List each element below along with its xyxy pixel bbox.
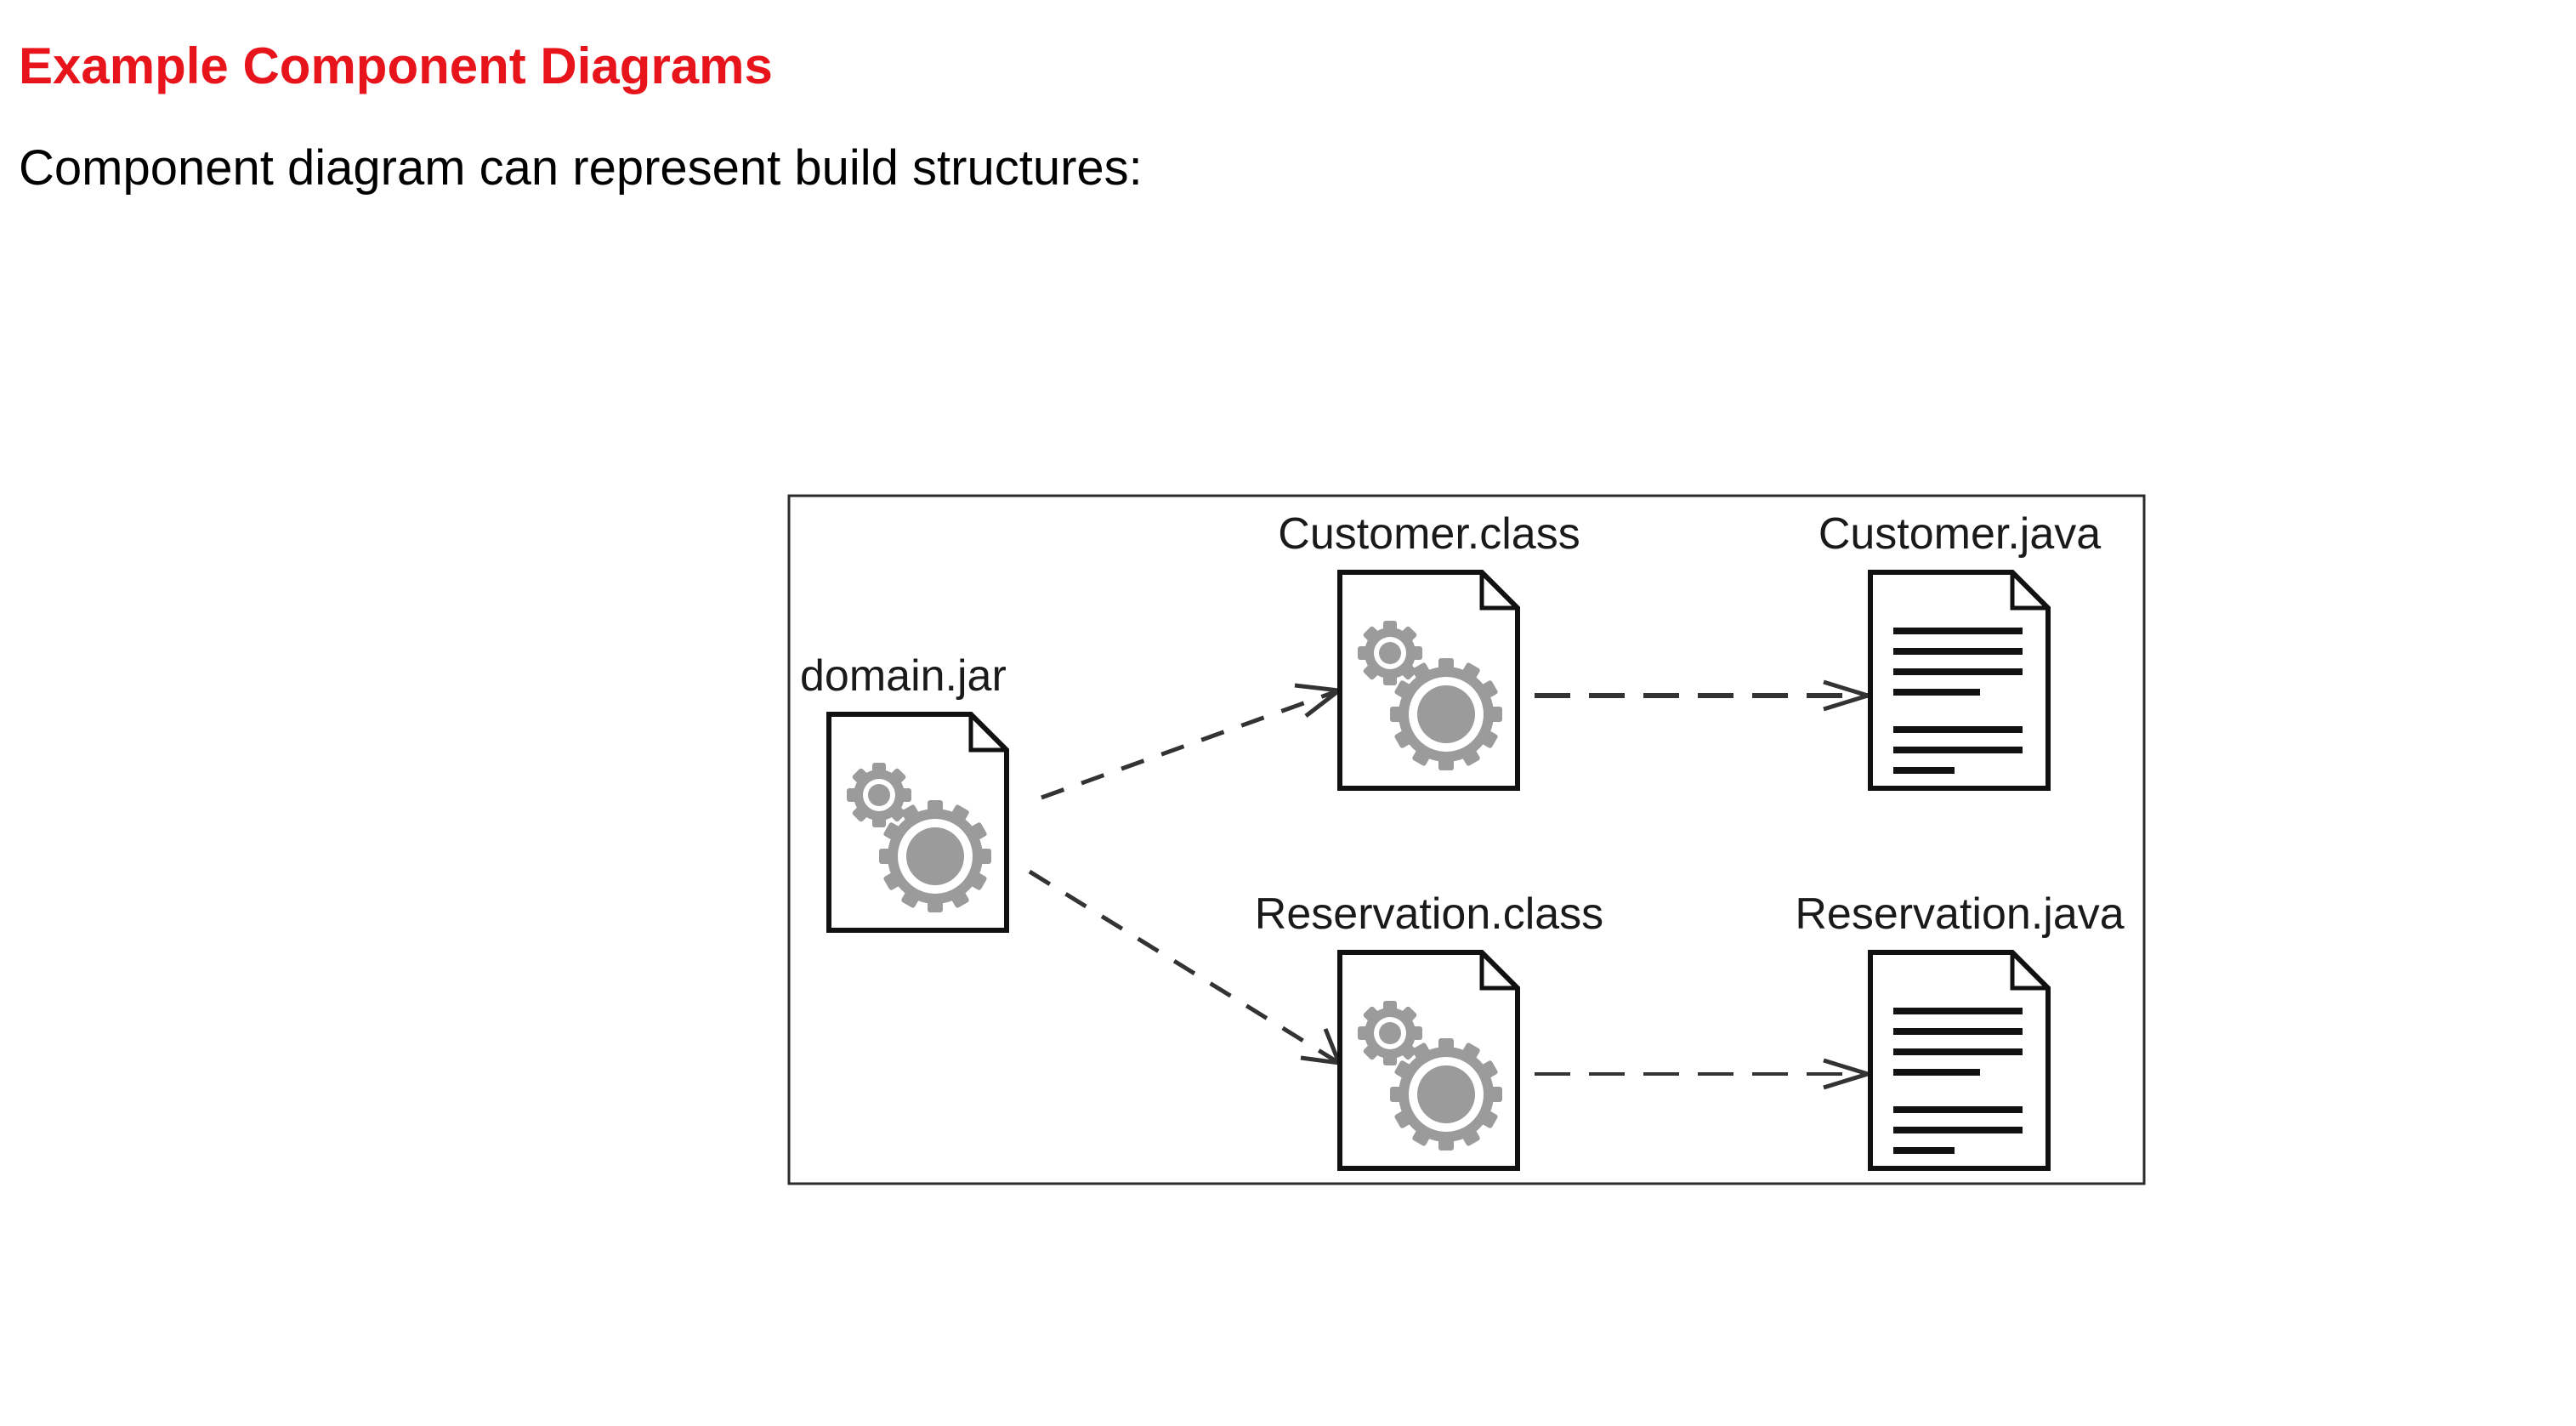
node-label-customer-class: Customer.class [1278, 509, 1580, 559]
node-label-customer-java: Customer.java [1819, 509, 2101, 559]
node-reservation-java: Reservation.java [1795, 889, 2125, 1168]
node-label-domain-jar: domain.jar [800, 651, 1007, 701]
node-customer-java: Customer.java [1819, 509, 2101, 788]
node-domain-jar: domain.jar [800, 651, 1007, 930]
arrow-domain-to-customer-class [1041, 688, 1340, 800]
slide-subtitle: Component diagram can represent build st… [19, 140, 1143, 196]
node-label-reservation-java: Reservation.java [1795, 889, 2124, 939]
gears-file-icon [1340, 952, 1518, 1168]
text-document-icon [1870, 952, 2048, 1168]
component-diagram: domain.jar Customer.class Reservation.cl… [786, 493, 2147, 1186]
node-customer-class: Customer.class [1278, 509, 1580, 788]
slide-title: Example Component Diagrams [19, 37, 773, 94]
arrow-domain-to-reservation-class [1028, 869, 1341, 1065]
text-document-icon [1870, 572, 2048, 788]
diagram-frame [787, 494, 2146, 1185]
node-label-reservation-class: Reservation.class [1255, 889, 1603, 939]
gears-file-icon [1340, 572, 1518, 788]
arrowhead-customer-class [1294, 683, 1345, 718]
node-reservation-class: Reservation.class [1255, 889, 1603, 1168]
diagram-canvas: domain.jar Customer.class Reservation.cl… [787, 494, 2146, 1185]
gears-file-icon [829, 714, 1007, 930]
